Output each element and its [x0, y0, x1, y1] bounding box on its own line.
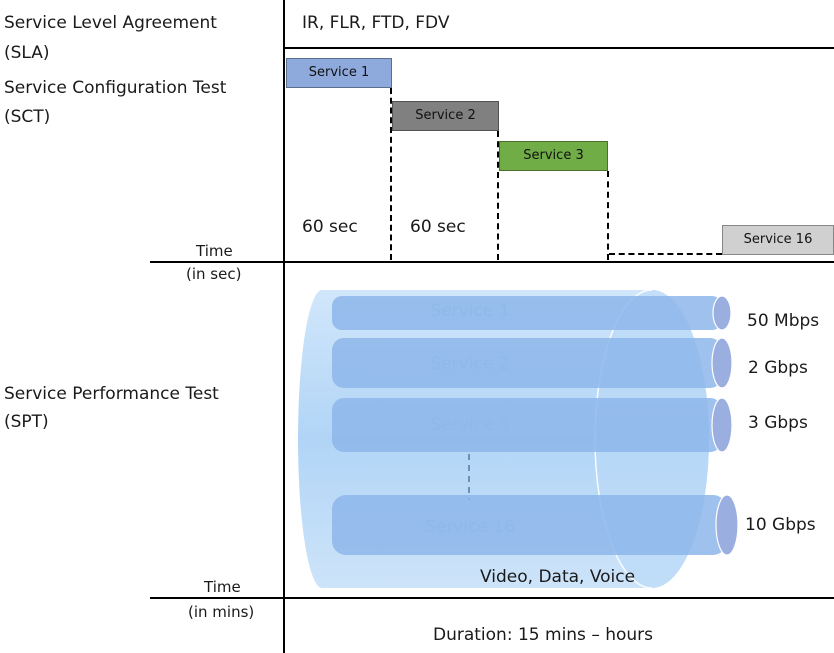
sct-block-service-1: Service 1 — [286, 58, 392, 88]
tube-label: Service 3 — [430, 415, 509, 435]
rate-service-2: 2 Gbps — [748, 358, 808, 378]
divider-sct — [150, 261, 834, 263]
sct-time-label: Time — [196, 242, 233, 260]
spt-time-label: Time — [204, 578, 241, 596]
spt-time-unit: (in mins) — [188, 603, 255, 621]
tube-service-16: Service 16 — [332, 494, 739, 556]
sct-block-service-3: Service 3 — [499, 141, 608, 171]
sct-step-line — [497, 131, 499, 260]
spt-abbrev: (SPT) — [4, 412, 49, 432]
sct-block-service-16: Service 16 — [722, 225, 834, 255]
traffic-types: Video, Data, Voice — [480, 567, 636, 587]
tube-label: Service 16 — [425, 517, 515, 537]
tube-service-1: Service 1 — [332, 295, 732, 331]
tube-service-2: Service 2 — [332, 337, 733, 389]
sct-time-unit: (in sec) — [186, 265, 242, 283]
sct-abbrev: (SCT) — [4, 107, 51, 127]
sct-step-line — [390, 88, 392, 260]
tube-label: Service 1 — [430, 301, 509, 321]
spt-label: Service Performance Test — [4, 384, 219, 404]
sla-abbrev: (SLA) — [4, 43, 50, 63]
sct-label: Service Configuration Test — [4, 78, 227, 98]
divider-spt — [150, 597, 834, 599]
test-duration: Duration: 15 mins – hours — [433, 625, 654, 645]
sla-metrics: IR, FLR, FTD, FDV — [302, 13, 450, 33]
rate-service-16: 10 Gbps — [745, 515, 816, 535]
sct-block-service-2: Service 2 — [392, 101, 499, 131]
sct-duration-1: 60 sec — [302, 217, 358, 237]
rate-service-1: 50 Mbps — [747, 311, 820, 331]
tube-service-3: Service 3 — [332, 397, 733, 453]
axis-vertical — [283, 0, 285, 653]
divider-sla — [283, 47, 834, 49]
rate-service-3: 3 Gbps — [748, 413, 808, 433]
sct-step-line — [609, 253, 722, 255]
sct-duration-2: 60 sec — [410, 217, 466, 237]
tube-label: Service 2 — [430, 354, 509, 374]
sct-step-line — [607, 171, 609, 260]
sla-label: Service Level Agreement — [4, 13, 217, 33]
